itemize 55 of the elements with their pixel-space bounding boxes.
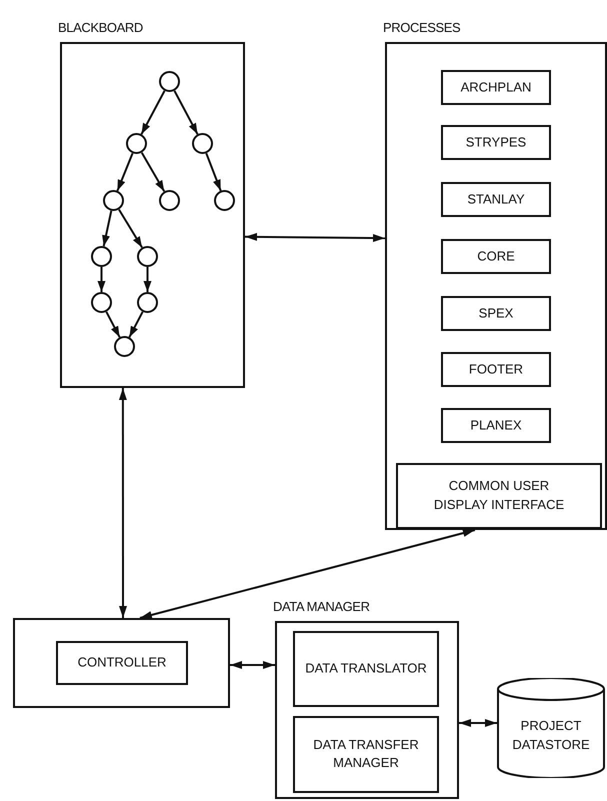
node-label: DATA TRANSLATOR [305, 660, 427, 676]
process-box [441, 70, 551, 105]
node-label: ARCHPLAN [460, 79, 532, 94]
node-label: COMMON USER DISPLAY INTERFACE [434, 478, 564, 512]
panel-heading: PROCESSES [383, 20, 460, 35]
arrow [105, 311, 121, 338]
arrow [174, 90, 198, 135]
process-box [441, 352, 551, 387]
panel-heading: BLACKBOARD [58, 20, 143, 35]
node-label: PROJECT DATASTORE [512, 718, 590, 752]
tree-node-circle [126, 133, 147, 154]
process-box [441, 239, 551, 274]
arrow [118, 388, 128, 618]
tree-node-circle [159, 71, 180, 92]
node-label: PLANEX [470, 417, 522, 432]
arrow [244, 232, 386, 242]
process-box [441, 125, 551, 160]
arrow [116, 152, 134, 192]
tree-node-circle [137, 292, 158, 313]
arrow [459, 719, 497, 727]
node-label: CONTROLLER [78, 654, 166, 670]
tree-node-circle [159, 190, 180, 211]
arrow [98, 267, 106, 292]
process-box [441, 408, 551, 443]
tree-node-circle [114, 336, 135, 357]
interface-box [396, 463, 602, 529]
controller-panel [13, 618, 230, 708]
translator-box [293, 631, 439, 707]
node-label: STRYPES [466, 134, 526, 150]
arrow [118, 208, 143, 248]
arrow [230, 660, 275, 669]
node-label: SPEX [478, 305, 514, 320]
transfer-manager-box [293, 716, 439, 793]
tree-node-circle [103, 190, 124, 211]
tree-node-circle [91, 246, 112, 267]
arrow [144, 267, 152, 292]
controller-box [56, 641, 188, 685]
arrow [102, 210, 112, 246]
tree-node-circle [214, 190, 235, 211]
node-label: STANLAY [467, 191, 525, 206]
tree-node-circle [91, 292, 112, 313]
process-box [441, 296, 551, 331]
tree-node-circle [192, 133, 213, 154]
tree-node-circle [137, 246, 158, 267]
arrow [140, 152, 166, 192]
node-label: FOOTER [468, 361, 524, 376]
node-label: CORE [477, 248, 515, 264]
process-box [441, 182, 551, 217]
arrow [140, 90, 166, 135]
arrow [205, 152, 222, 192]
arrow [128, 311, 144, 338]
datastore-cylinder [497, 678, 605, 778]
node-label: DATA TRANSFER MANAGER [313, 736, 419, 770]
arrow [140, 529, 476, 619]
panel-heading: DATA MANAGER [273, 599, 370, 614]
